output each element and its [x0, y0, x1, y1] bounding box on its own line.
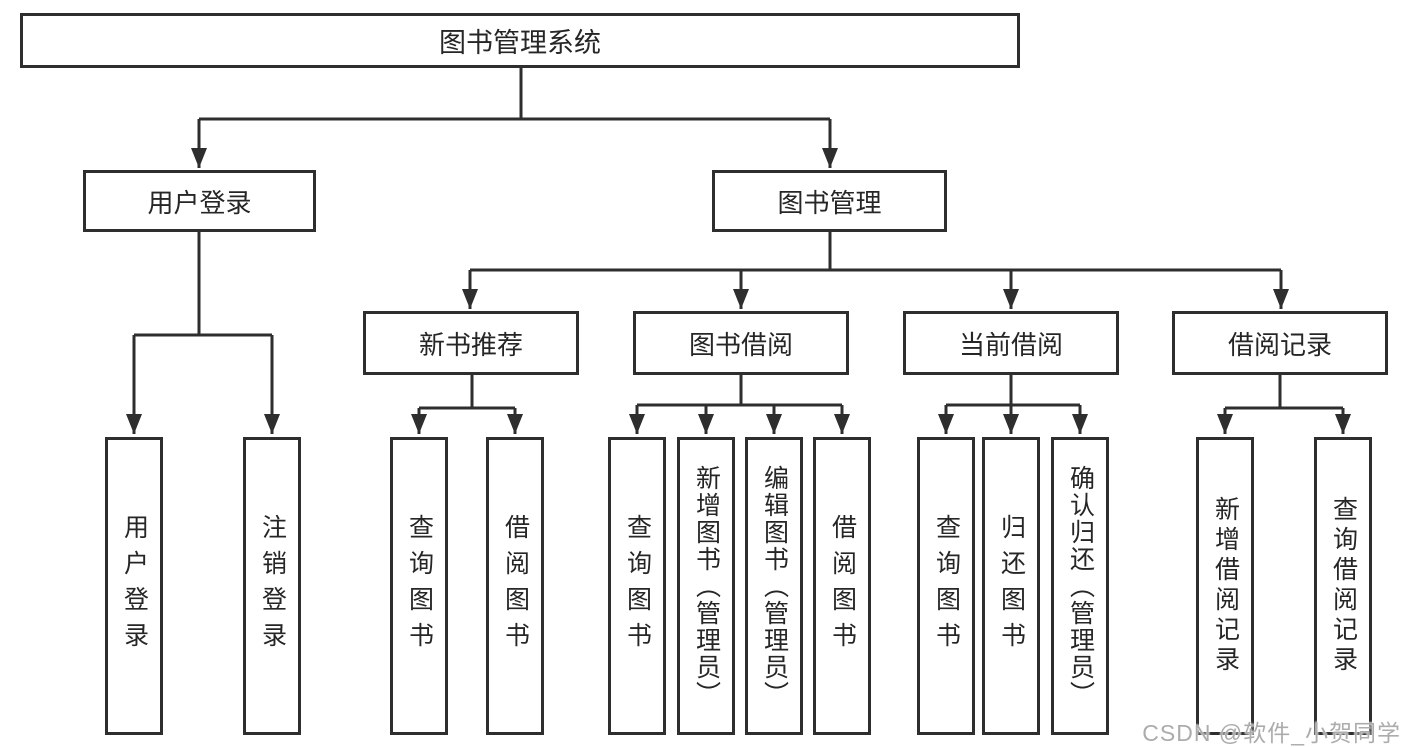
leaf-edit-books-admin: 编辑图书（管理员）: [745, 437, 803, 735]
node-label: 借阅图书: [828, 514, 857, 658]
node-label: 确认归还（管理员）: [1066, 464, 1095, 708]
csdn-watermark: CSDN @软件_小贺同学: [1142, 720, 1401, 746]
node-label: 新增借阅记录: [1211, 496, 1240, 676]
node-borrowing-records: 借阅记录: [1172, 311, 1388, 375]
leaf-query-books-recommend: 查询图书: [390, 437, 448, 735]
node-label: 注销登录: [258, 514, 287, 658]
leaf-borrow-books-recommend: 借阅图书: [486, 437, 544, 735]
node-book-management: 图书管理: [712, 170, 947, 232]
leaf-logout: 注销登录: [243, 437, 301, 735]
node-label: 归还图书: [997, 514, 1026, 658]
node-book-borrowing: 图书借阅: [633, 311, 849, 375]
node-label: 查询图书: [623, 514, 652, 658]
node-label: 借阅记录: [1227, 329, 1332, 360]
leaf-query-books-current: 查询图书: [917, 437, 975, 735]
leaf-query-books-borrowing: 查询图书: [608, 437, 666, 735]
node-label: 当前借阅: [958, 329, 1063, 360]
node-label: 图书管理: [777, 187, 882, 218]
node-label: 用户登录: [120, 514, 149, 658]
node-label: 查询图书: [932, 514, 961, 658]
node-label: 图书借阅: [688, 329, 793, 360]
node-label: 借阅图书: [501, 514, 530, 658]
node-label: 查询图书: [405, 514, 434, 658]
node-label: 新书推荐: [418, 329, 523, 360]
node-current-borrowing: 当前借阅: [903, 311, 1119, 375]
node-new-book-recommendation: 新书推荐: [363, 311, 579, 375]
leaf-query-borrow-record: 查询借阅记录: [1314, 437, 1372, 735]
node-label: 查询借阅记录: [1329, 496, 1358, 676]
leaf-add-books-admin: 新增图书（管理员）: [677, 437, 735, 735]
node-label: 图书管理系统: [439, 28, 601, 58]
node-label: 新增图书（管理员）: [692, 464, 721, 708]
leaf-return-books: 归还图书: [982, 437, 1040, 735]
leaf-borrow-books-borrowing: 借阅图书: [813, 437, 871, 735]
node-label: 编辑图书（管理员）: [760, 464, 789, 708]
node-label: 用户登录: [147, 187, 252, 218]
node-library-management-system: 图书管理系统: [20, 13, 1020, 68]
leaf-confirm-return-admin: 确认归还（管理员）: [1051, 437, 1109, 735]
leaf-add-borrow-record: 新增借阅记录: [1196, 437, 1254, 735]
leaf-user-login: 用户登录: [105, 437, 163, 735]
node-user-login: 用户登录: [83, 170, 316, 232]
